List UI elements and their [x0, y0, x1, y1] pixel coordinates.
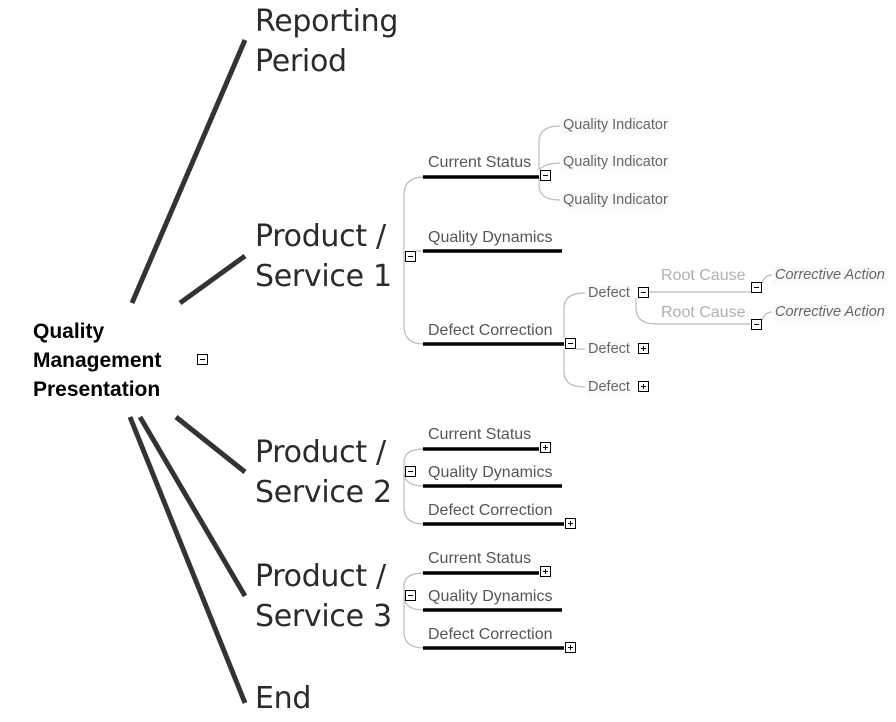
root-cause-2-collapse-toggle[interactable]: [751, 319, 762, 330]
p1-defect-correction[interactable]: Defect Correction: [428, 322, 553, 339]
p3-current-status-expand-toggle[interactable]: [540, 566, 551, 577]
root-topic[interactable]: Quality Management Presentation: [33, 317, 161, 404]
root-cause-1[interactable]: Root Cause: [661, 267, 746, 284]
p3-defect-correction[interactable]: Defect Correction: [428, 626, 553, 643]
product-3-collapse-toggle[interactable]: [405, 590, 416, 601]
p2-defect-correction[interactable]: Defect Correction: [428, 502, 553, 519]
topic-line: Product /: [255, 435, 386, 470]
p3-quality-dynamics[interactable]: Quality Dynamics: [428, 588, 553, 605]
corrective-action-2[interactable]: Corrective Action: [773, 304, 887, 321]
quality-indicator-2[interactable]: Quality Indicator: [561, 154, 670, 171]
product-1-collapse-toggle[interactable]: [405, 251, 416, 262]
branch-reporting-period: [129, 39, 248, 304]
branch-product-1: [178, 253, 247, 306]
connector-indicator-2: [538, 162, 561, 171]
quality-indicator-1[interactable]: Quality Indicator: [561, 117, 670, 134]
connector-p1-current-status: [403, 176, 425, 257]
topic-line: End: [255, 681, 312, 716]
p2-quality-dynamics[interactable]: Quality Dynamics: [428, 464, 553, 481]
p3-current-status[interactable]: Current Status: [428, 550, 532, 567]
branch-end: [127, 416, 248, 704]
topic-line: Service 2: [255, 475, 392, 510]
root-topic-line: Management: [33, 349, 162, 372]
product-2-collapse-toggle[interactable]: [405, 466, 416, 477]
root-cause-1-collapse-toggle[interactable]: [751, 282, 762, 293]
connector-p3-current-status: [403, 572, 425, 596]
root-collapse-toggle[interactable]: [197, 354, 208, 365]
corrective-action-1[interactable]: Corrective Action: [773, 267, 887, 284]
p1-current-status-collapse-toggle[interactable]: [540, 170, 551, 181]
p2-defect-correction-expand-toggle[interactable]: [565, 518, 576, 529]
defect-2-expand-toggle[interactable]: [638, 343, 649, 354]
topic-line: Product /: [255, 559, 386, 594]
connector-indicator-1: [538, 125, 561, 170]
root-topic-line: Presentation: [33, 378, 161, 401]
connector-defect-1: [563, 292, 586, 338]
connector-p2-current-status: [403, 448, 425, 472]
root-cause-2[interactable]: Root Cause: [661, 304, 746, 321]
p1-quality-dynamics[interactable]: Quality Dynamics: [428, 229, 553, 246]
topic-line: Service 1: [255, 259, 392, 294]
p2-current-status-expand-toggle[interactable]: [540, 442, 551, 453]
defect-3[interactable]: Defect: [586, 379, 632, 396]
topic-product-service-1[interactable]: Product / Service 1: [255, 217, 392, 297]
topic-line: Product /: [255, 219, 386, 254]
defect-1[interactable]: Defect: [586, 285, 632, 302]
topic-line: Reporting: [255, 4, 399, 39]
branch-product-3: [137, 415, 248, 598]
branch-product-2: [174, 415, 247, 474]
topic-product-service-3[interactable]: Product / Service 3: [255, 557, 392, 637]
connector-p2-defect-correction: [403, 472, 425, 525]
topic-line: Period: [255, 44, 347, 79]
connector-indicator-3: [538, 177, 561, 201]
p3-defect-correction-expand-toggle[interactable]: [565, 642, 576, 653]
topic-product-service-2[interactable]: Product / Service 2: [255, 433, 392, 513]
connector-corrective-2: [761, 311, 773, 321]
root-topic-line: Quality: [33, 320, 105, 343]
connector-defect-3: [563, 349, 586, 388]
defect-1-collapse-toggle[interactable]: [638, 287, 649, 298]
connector-root-cause-2: [635, 298, 750, 325]
topic-line: Service 3: [255, 599, 392, 634]
connector-p3-defect-correction: [403, 596, 425, 649]
defect-2[interactable]: Defect: [586, 341, 632, 358]
topic-reporting-period[interactable]: Reporting Period: [255, 2, 398, 82]
defect-3-expand-toggle[interactable]: [638, 381, 649, 392]
p2-current-status[interactable]: Current Status: [428, 426, 532, 443]
connector-p1-defect-correction: [403, 256, 425, 345]
topic-end[interactable]: End: [255, 679, 311, 719]
p1-current-status[interactable]: Current Status: [428, 154, 532, 171]
p1-defect-correction-collapse-toggle[interactable]: [565, 338, 576, 349]
quality-indicator-3[interactable]: Quality Indicator: [561, 192, 670, 209]
connector-corrective-1: [761, 274, 773, 284]
